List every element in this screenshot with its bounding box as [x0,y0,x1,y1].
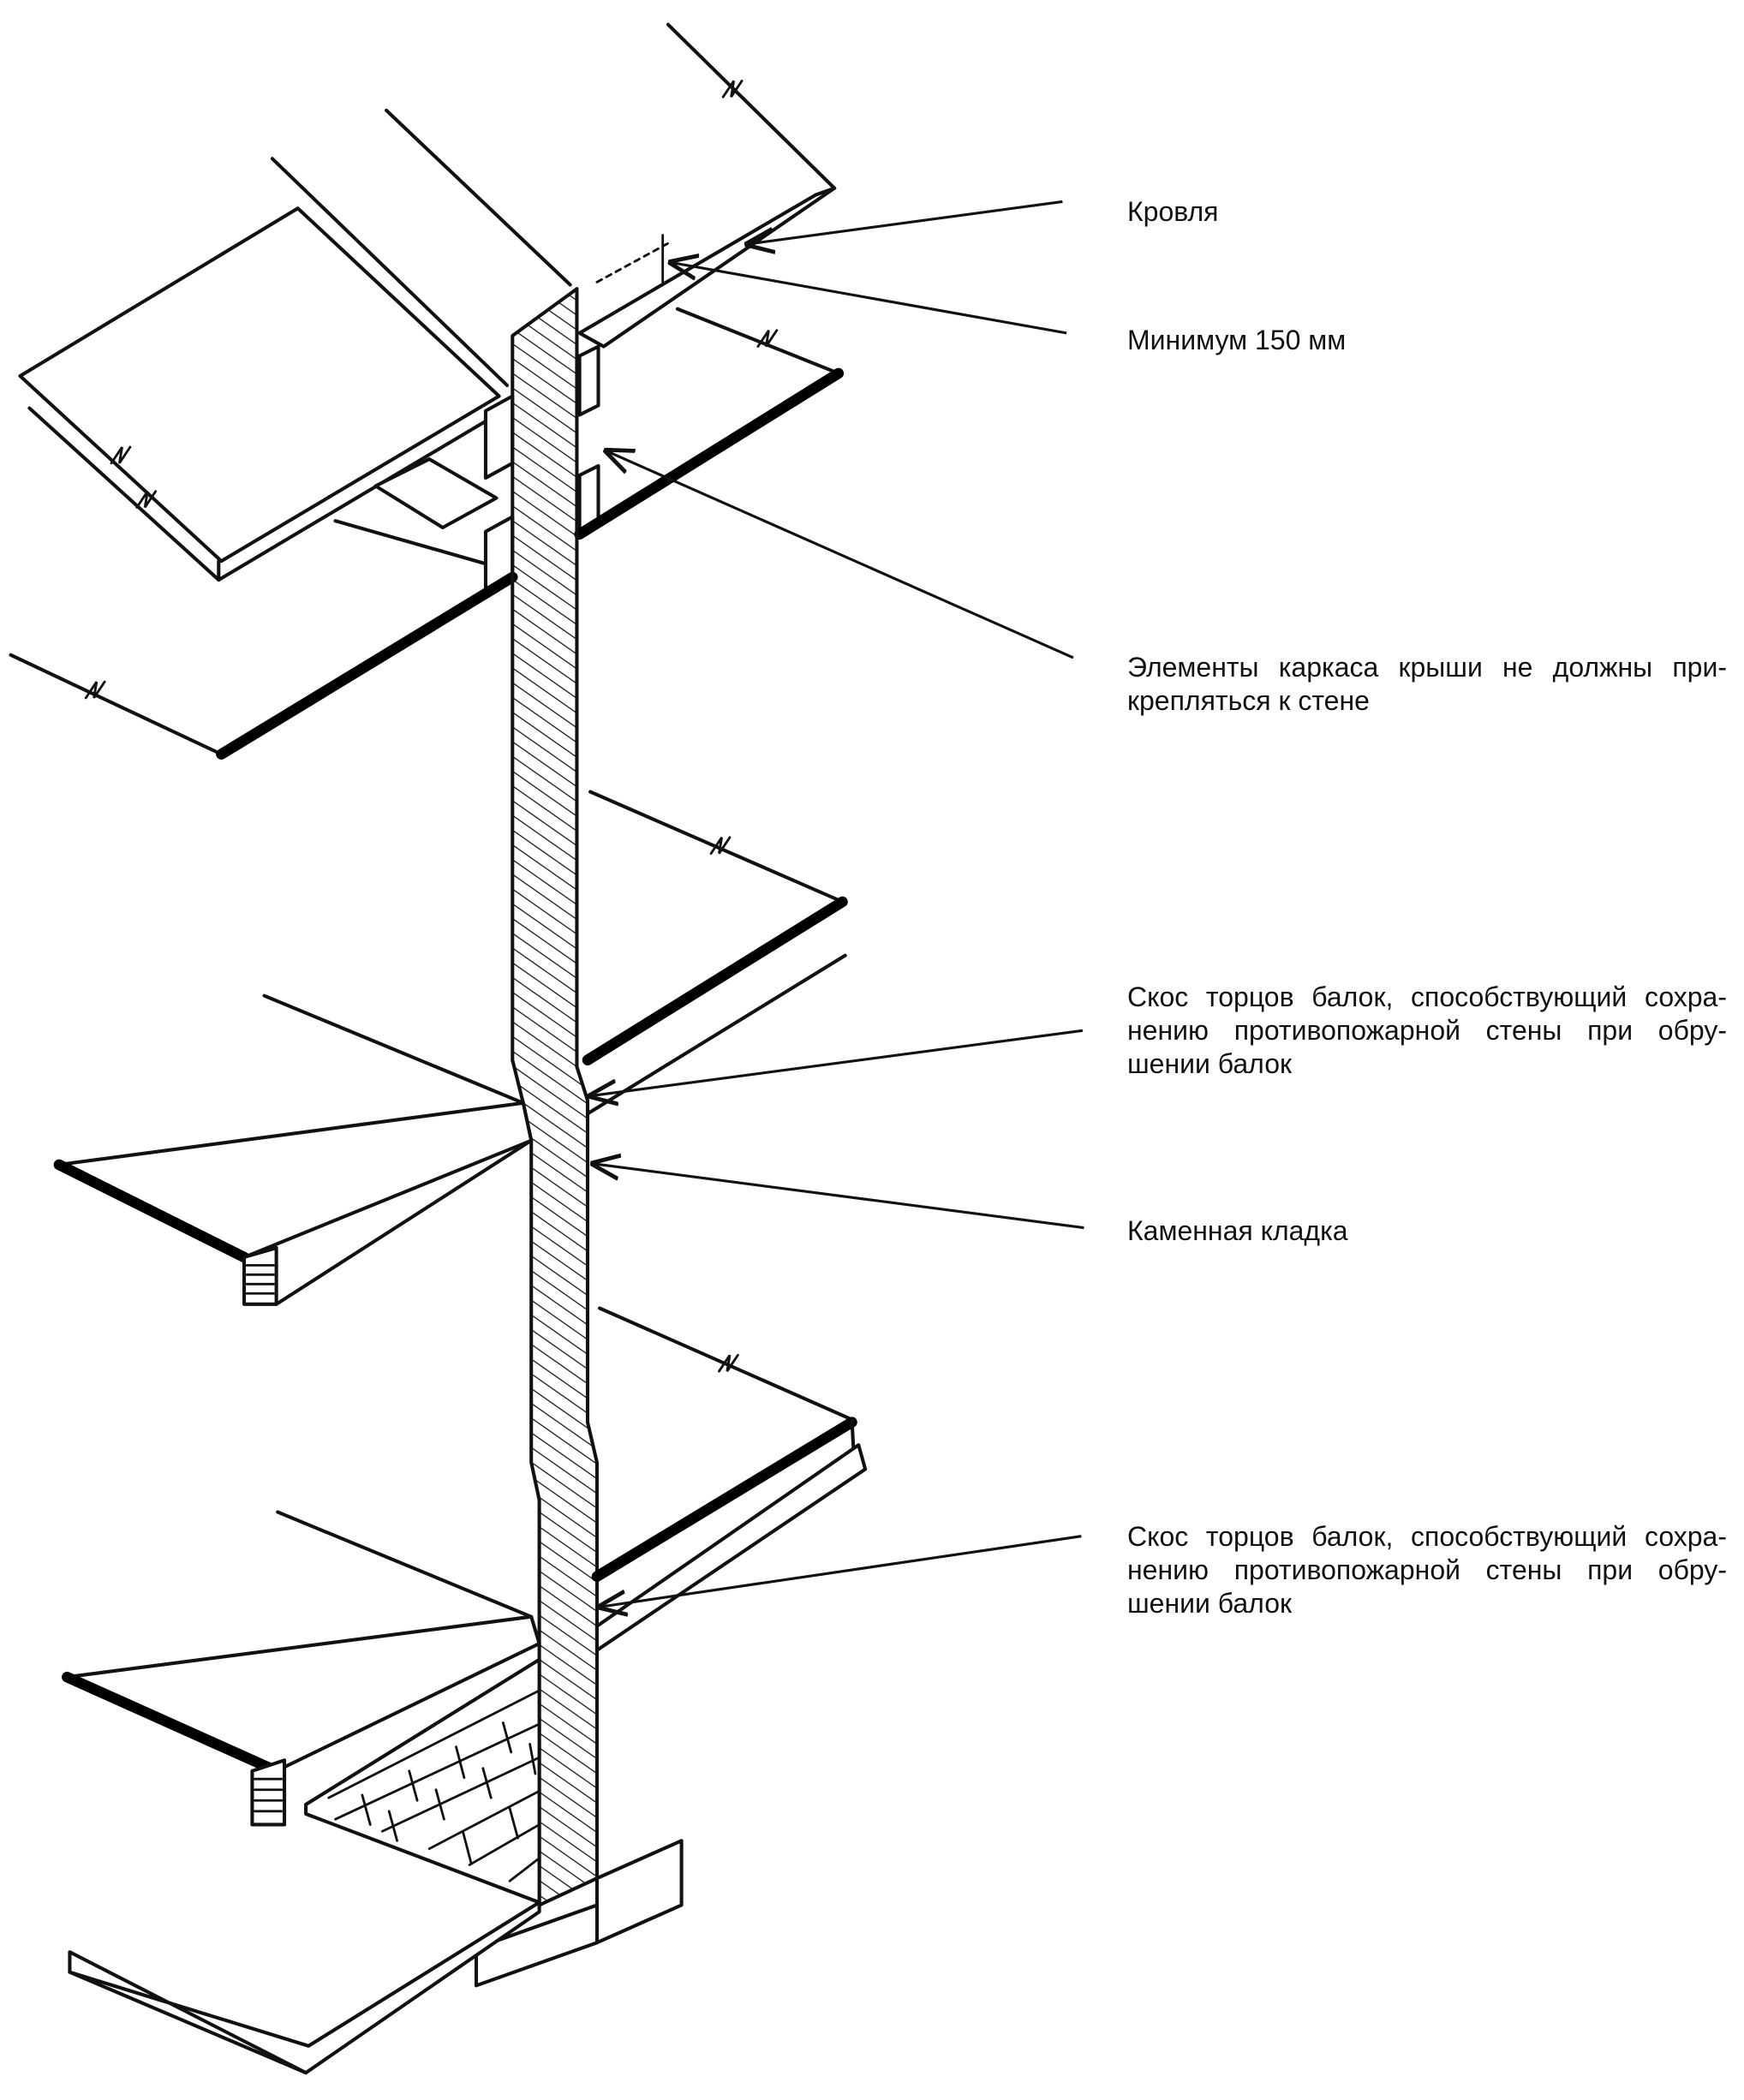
roof-rafter-left [333,394,515,595]
callout-roof-frame: Элементы каркаса крыши не должны при-кре… [1127,652,1727,716]
leader-bevel-upper [588,1029,1084,1096]
leader-roof [744,200,1063,244]
leader-min-height [668,262,1067,335]
leader-masonry [590,1163,1084,1230]
brick-masonry [304,1657,541,1905]
callout-bevel-lower: Скос торцов балок, способствующий сохра-… [1127,1521,1727,1619]
callout-bevel-upper: Скос торцов балок, способствующий сохра-… [1127,981,1727,1079]
floor-upper-right [574,367,845,540]
foundation-slab [68,1443,868,2075]
roof-left-slope [18,108,572,582]
leader-bevel-lower [597,1535,1082,1608]
callout-roof: Кровля [1127,196,1219,227]
floor-middle-right [582,790,848,1116]
floor-lower-right [591,1306,857,1628]
floor-upper-left [9,571,518,760]
callout-masonry: Каменная кладка [1127,1215,1348,1246]
floor-middle-left [53,993,534,1306]
callout-min-height: Минимум 150 мм [1127,325,1347,355]
leader-roof-frame [604,450,1074,659]
